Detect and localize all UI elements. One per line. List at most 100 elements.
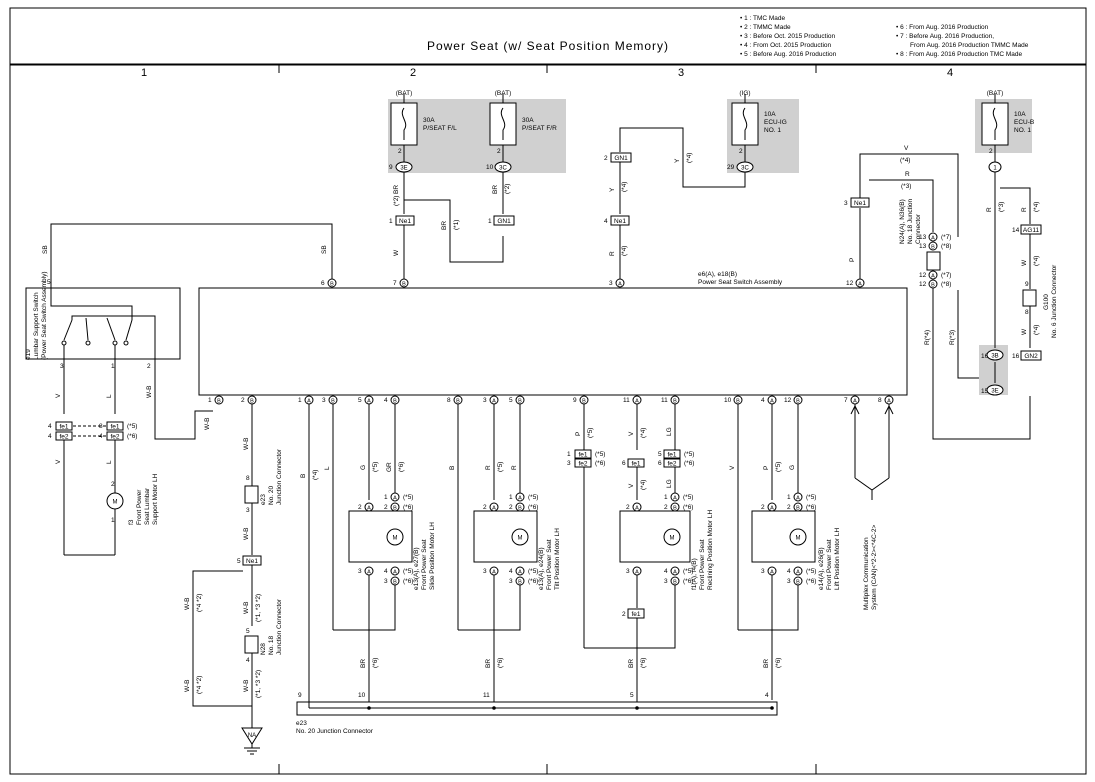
svg-text:A: A (635, 506, 639, 512)
svg-text:2: 2 (664, 504, 668, 511)
svg-text:P: P (849, 258, 856, 262)
svg-text:ECU-B: ECU-B (1014, 119, 1034, 126)
svg-text:5: 5 (47, 279, 51, 286)
svg-text:R: R (609, 251, 616, 256)
svg-text:3: 3 (787, 578, 791, 585)
conn-gn1-b: GN1 (614, 155, 628, 162)
svg-text:(BAT): (BAT) (396, 90, 413, 97)
svg-text:3: 3 (384, 578, 388, 585)
svg-text:1: 1 (111, 517, 115, 524)
svg-text:R(*3): R(*3) (949, 330, 956, 345)
conn-3b-label: 3B (991, 354, 998, 360)
svg-text:(*7): (*7) (941, 234, 951, 241)
svg-text:(*1): (*1) (453, 220, 460, 230)
svg-text:1: 1 (993, 166, 997, 172)
diagram-frame (9, 7, 1087, 775)
column-1: 1 (141, 67, 147, 79)
svg-text:11: 11 (623, 397, 630, 404)
svg-text:2: 2 (358, 504, 362, 511)
svg-text:B: B (931, 245, 935, 251)
svg-text:A: A (307, 399, 311, 405)
svg-text:1: 1 (488, 218, 492, 225)
svg-text:(*6): (*6) (683, 504, 693, 511)
svg-text:No. 20: No. 20 (268, 485, 275, 505)
svg-text:Y: Y (674, 158, 681, 163)
svg-text:4: 4 (787, 568, 791, 575)
slide-motor: L G (*5) GR (*6) A2 A1(*5) B2(*6) M A3 A… (324, 404, 436, 708)
conn-ne1-a: Ne1 (399, 218, 411, 225)
svg-text:3: 3 (60, 363, 64, 370)
svg-text:B: B (673, 506, 677, 512)
svg-text:B: B (393, 399, 397, 405)
svg-text:B: B (931, 283, 935, 289)
svg-text:(*3): (*3) (998, 202, 1005, 212)
svg-text:9: 9 (298, 692, 302, 699)
svg-text:No. 18 Junction: No. 18 Junction (907, 198, 914, 244)
svg-text:V: V (55, 459, 62, 464)
fuse-block-shade-lr (388, 99, 566, 173)
svg-text:L: L (324, 466, 331, 470)
svg-text:A: A (770, 570, 774, 576)
svg-text:B: B (217, 399, 221, 405)
svg-text:(*1, *3 *2): (*1, *3 *2) (255, 594, 262, 622)
svg-text:13: 13 (919, 243, 927, 250)
svg-text:(*4): (*4) (900, 157, 910, 164)
svg-text:8: 8 (1025, 309, 1029, 316)
svg-text:L: L (106, 394, 113, 398)
note-6: • 6 : From Aug. 2016 Production (896, 24, 989, 31)
svg-text:Front Power Seat: Front Power Seat (546, 539, 553, 590)
svg-text:B: B (250, 399, 254, 405)
svg-text:No. 18: No. 18 (268, 635, 275, 655)
svg-text:fe1: fe1 (110, 424, 119, 431)
svg-text:L: L (106, 460, 113, 464)
svg-text:5: 5 (237, 558, 241, 565)
svg-text:2: 2 (384, 504, 388, 511)
svg-text:(*4): (*4) (1033, 256, 1040, 266)
svg-text:P: P (763, 466, 770, 470)
svg-text:A: A (673, 570, 677, 576)
svg-text:(*5): (*5) (372, 462, 379, 472)
svg-text:30A: 30A (522, 117, 534, 124)
svg-text:(*6): (*6) (497, 658, 504, 668)
svg-text:BR: BR (441, 221, 448, 230)
svg-text:P/SEAT F/L: P/SEAT F/L (423, 125, 457, 132)
svg-text:1: 1 (111, 363, 115, 370)
svg-text:9: 9 (389, 164, 393, 171)
svg-text:(*4): (*4) (621, 182, 628, 192)
svg-text:(*5): (*5) (403, 494, 413, 501)
svg-text:Seat Lumbar: Seat Lumbar (144, 487, 151, 525)
svg-text:3C: 3C (499, 166, 507, 172)
svg-text:13: 13 (919, 234, 927, 241)
column-3: 3 (678, 67, 684, 79)
svg-text:Junction Connector: Junction Connector (276, 598, 283, 655)
svg-text:2: 2 (622, 611, 626, 618)
svg-text:2: 2 (483, 504, 487, 511)
svg-text:(*2): (*2) (393, 196, 400, 206)
svg-text:3: 3 (567, 460, 571, 467)
svg-text:A: A (931, 274, 935, 280)
svg-text:A: A (770, 399, 774, 405)
svg-text:B: B (518, 399, 522, 405)
svg-text:G: G (360, 465, 367, 470)
multiplex-can: Multiplex Communication System (CAN)<*2-… (850, 404, 894, 610)
junction-bus-e23: 9 10 11 5 4 e23 No. 20 Junction Connecto… (296, 692, 778, 735)
svg-text:10A: 10A (764, 111, 776, 118)
svg-text:R: R (511, 465, 518, 470)
svg-text:2: 2 (761, 504, 765, 511)
svg-text:3: 3 (246, 507, 250, 514)
svg-text:B: B (673, 399, 677, 405)
svg-text:1: 1 (664, 494, 668, 501)
svg-text:(*6): (*6) (127, 433, 137, 440)
svg-text:(*4 *2): (*4 *2) (196, 676, 203, 694)
svg-text:B: B (300, 474, 307, 478)
svg-text:M: M (518, 536, 523, 542)
svg-text:Lift Position Motor LH: Lift Position Motor LH (834, 528, 841, 590)
svg-text:5: 5 (509, 397, 513, 404)
svg-text:fe2: fe2 (667, 461, 676, 468)
svg-text:5: 5 (358, 397, 362, 404)
svg-text:SB: SB (42, 245, 49, 254)
svg-text:(*6): (*6) (403, 578, 413, 585)
svg-text:B: B (331, 399, 335, 405)
svg-text:Front Power: Front Power (136, 489, 143, 525)
